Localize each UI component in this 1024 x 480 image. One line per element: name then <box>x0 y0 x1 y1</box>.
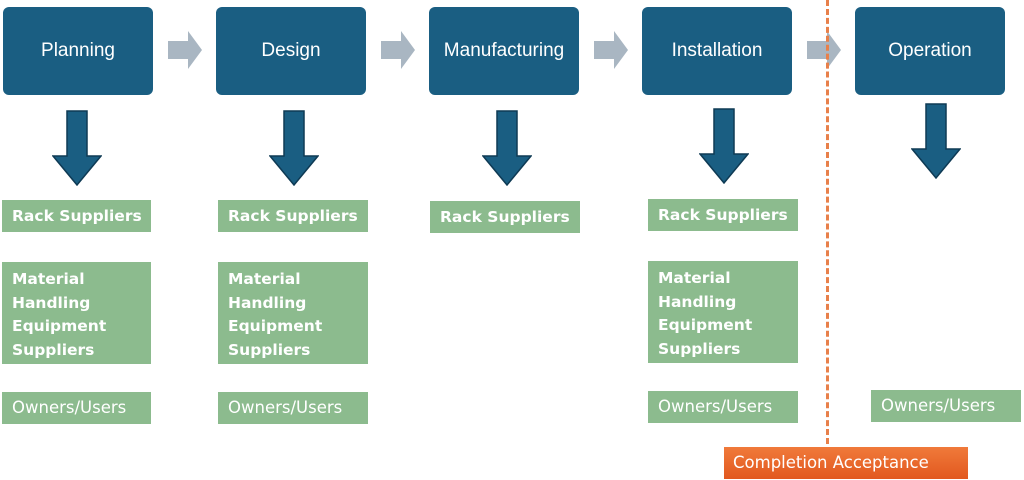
arrow-down-icon <box>911 103 961 179</box>
milestone-label: Completion Acceptance <box>733 453 929 472</box>
role-label: Rack Suppliers <box>658 206 788 224</box>
role-label-line: Suppliers <box>12 340 95 359</box>
role-rack-suppliers: Rack Suppliers <box>648 199 798 231</box>
role-label-line: Equipment <box>658 316 753 334</box>
stage-label: Installation <box>671 40 763 61</box>
chevron-right-icon <box>807 31 841 69</box>
role-label-line: Material <box>228 270 301 288</box>
role-owners-users: Owners/Users <box>2 392 151 424</box>
stage-planning: Planning <box>3 7 153 95</box>
role-label-line: Handling <box>658 292 737 311</box>
chevron-right-icon <box>381 31 415 69</box>
role-label: Rack Suppliers <box>12 207 142 225</box>
role-rack-suppliers: Rack Suppliers <box>430 201 580 233</box>
role-label: Owners/Users <box>228 398 343 417</box>
chevron-right-icon <box>168 31 202 69</box>
role-owners-users: Owners/Users <box>871 390 1021 422</box>
role-label-line: Material <box>12 270 85 288</box>
role-mhe-suppliers: Material Handling Equipment Suppliers <box>218 262 368 364</box>
role-rack-suppliers: Rack Suppliers <box>218 200 368 232</box>
role-label: Owners/Users <box>12 398 127 417</box>
stage-label: Operation <box>888 40 972 61</box>
role-label-line: Equipment <box>12 317 107 335</box>
role-mhe-suppliers: Material Handling Equipment Suppliers <box>648 261 798 363</box>
role-label: Owners/Users <box>881 396 996 415</box>
arrow-down-icon <box>52 110 102 186</box>
role-label-line: Material <box>658 269 731 287</box>
role-label-line: Equipment <box>228 317 323 335</box>
role-label-line: Suppliers <box>228 340 311 359</box>
chevron-right-icon <box>594 31 628 69</box>
stage-manufacturing: Manufacturing <box>429 7 579 95</box>
arrow-down-icon <box>699 108 749 184</box>
stage-label: Manufacturing <box>443 40 565 61</box>
role-label: Rack Suppliers <box>228 207 358 225</box>
stage-design: Design <box>216 7 366 95</box>
role-label: Rack Suppliers <box>440 208 570 226</box>
completion-acceptance-label: Completion Acceptance <box>724 447 968 479</box>
role-rack-suppliers: Rack Suppliers <box>2 200 151 232</box>
arrow-down-icon <box>482 110 532 186</box>
role-label-line: Handling <box>228 293 307 312</box>
stage-label: Planning <box>41 40 115 61</box>
stage-installation: Installation <box>642 7 792 95</box>
arrow-down-icon <box>269 110 319 186</box>
role-label-line: Suppliers <box>658 339 741 358</box>
stage-label: Design <box>261 40 321 61</box>
role-label-line: Handling <box>12 293 91 312</box>
role-owners-users: Owners/Users <box>648 391 798 423</box>
role-mhe-suppliers: Material Handling Equipment Suppliers <box>2 262 151 364</box>
role-label: Owners/Users <box>658 397 773 416</box>
role-owners-users: Owners/Users <box>218 392 368 424</box>
stage-operation: Operation <box>855 7 1005 95</box>
completion-divider-line <box>826 0 829 444</box>
